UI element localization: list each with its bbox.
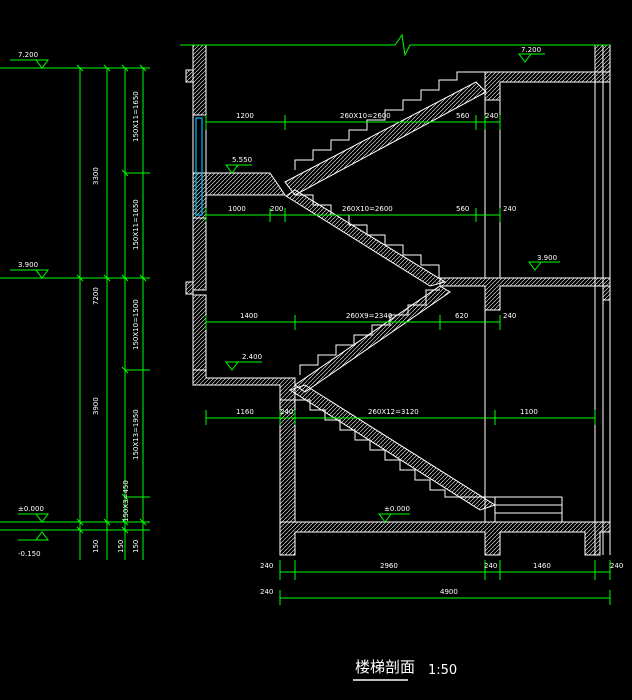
elev-landing-upper: 5.550: [232, 156, 252, 164]
flight-1-string: [288, 384, 497, 511]
row1-d: 240: [485, 112, 498, 120]
row4-c: 260X12=3120: [368, 408, 419, 416]
structure: [185, 44, 611, 556]
bottom-c: 240: [484, 562, 497, 570]
bottom-d: 1460: [533, 562, 551, 570]
left-dimension-lines: [0, 64, 150, 560]
flight-3-steps: [295, 194, 440, 278]
labels: 7.200 7.200 3.900 3.900 5.550 2.400 ±0.0…: [18, 46, 623, 596]
elev-landing-lower: 2.400: [242, 353, 262, 361]
flight-3-string: [285, 189, 447, 287]
floor-slab-mid: [439, 277, 611, 311]
overall: 4900: [440, 588, 458, 596]
floor-slab-top: [484, 71, 611, 101]
row2-e: 240: [503, 205, 516, 213]
dim-bottom-b: 150: [117, 540, 125, 553]
entry-steps: [495, 496, 563, 522]
title-name: 楼梯剖面: [355, 658, 415, 676]
dim-flight-1: 150X11=1650: [132, 91, 140, 142]
dim-bottom-c: 150: [132, 540, 140, 553]
row4-d: 1100: [520, 408, 538, 416]
left-wall-bump-top: [185, 69, 194, 83]
window: [192, 114, 207, 219]
elev-below-ground: -0.150: [18, 550, 41, 558]
elev-top-right: 7.200: [521, 46, 541, 54]
lower-wall: [279, 399, 296, 523]
elev-mid-right: 3.900: [537, 254, 557, 262]
floor-slab-ground: [279, 521, 611, 556]
title-scale: 1:50: [428, 663, 457, 678]
left-wall-upper-landing: [192, 217, 207, 291]
row3-b: 260X9=2340: [346, 312, 392, 320]
row3-d: 240: [503, 312, 516, 320]
flight-1-steps: [295, 399, 496, 522]
window-glass: [195, 117, 203, 216]
row2-a: 1000: [228, 205, 246, 213]
flight-4-string: [284, 81, 487, 196]
bottom-b: 2960: [380, 562, 398, 570]
landing-slab-lower: [192, 369, 296, 401]
drawing-title: 楼梯剖面 1:50: [353, 658, 457, 681]
right-wall-mid: [602, 285, 611, 301]
row1-b: 260X10=2600: [340, 112, 391, 120]
dim-flight-2: 150X11=1650: [132, 199, 140, 250]
row4-b: 240: [280, 408, 293, 416]
row3-c: 620: [455, 312, 468, 320]
row3-a: 1400: [240, 312, 258, 320]
row1-a: 1200: [236, 112, 254, 120]
row2-c: 260X10=2600: [342, 205, 393, 213]
left-wall-bump-mid: [185, 281, 194, 295]
overall-left: 240: [260, 588, 273, 596]
horizontal-dimension-lines: [205, 115, 611, 605]
flight-2-steps: [299, 289, 440, 375]
break-line-top: [180, 33, 610, 57]
dim-flight-4: 150X13=1950: [132, 409, 140, 460]
dim-bottom-a: 150: [92, 540, 100, 553]
elev-ground-right: ±0.000: [384, 505, 410, 513]
left-wall-lower: [192, 294, 207, 371]
elev-top-left: 7.200: [18, 51, 38, 59]
window-frame: [192, 114, 207, 219]
dim-upper-storey: 3300: [92, 167, 100, 185]
flight-2-string: [294, 285, 451, 393]
rail-right: [484, 100, 501, 522]
flight-4-steps: [294, 71, 485, 170]
elev-mid-left: 3.900: [18, 261, 38, 269]
elev-ground-left: ±0.000: [18, 505, 44, 513]
bottom-e: 240: [610, 562, 623, 570]
right-grid-lines: [594, 45, 611, 555]
left-wall-top: [192, 44, 207, 116]
dim-flight-3: 150X10=1500: [132, 299, 140, 350]
stair-steps: [294, 45, 611, 555]
row2-b: 200: [270, 205, 283, 213]
dim-flight-5: 150X3=450: [122, 480, 130, 522]
elevation-markers: [10, 53, 560, 541]
dim-total: 7200: [92, 287, 100, 305]
row2-d: 560: [456, 205, 469, 213]
dim-lower-storey: 3900: [92, 397, 100, 415]
bottom-a: 240: [260, 562, 273, 570]
row1-c: 560: [456, 112, 469, 120]
row4-a: 1160: [236, 408, 254, 416]
